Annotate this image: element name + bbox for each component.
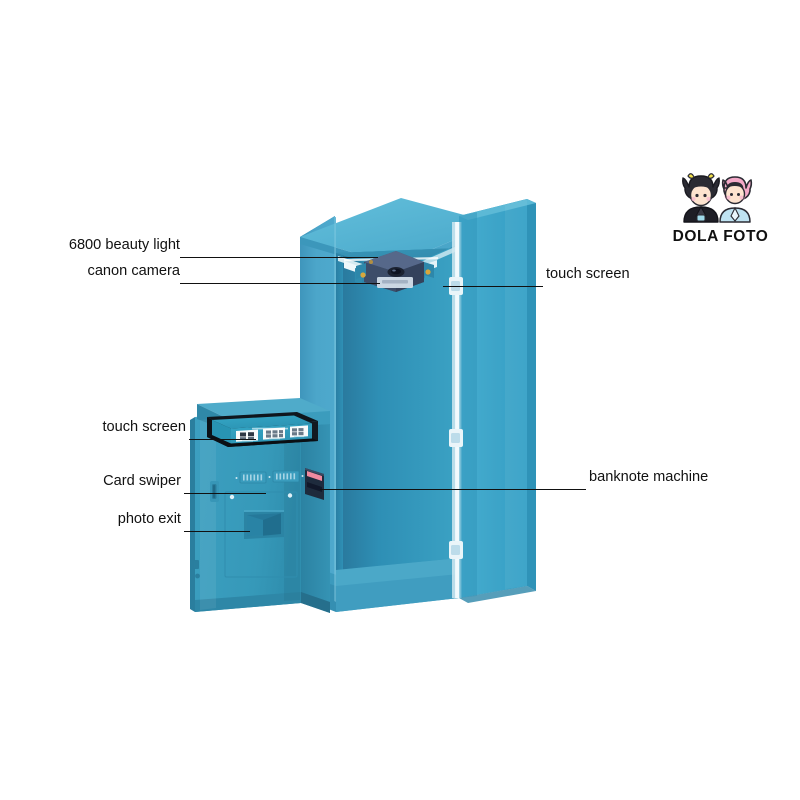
banknote-machine[interactable] [305, 468, 324, 500]
payment-kiosk [190, 398, 330, 613]
leader-card-swiper [184, 493, 266, 495]
leader-touch-screen-top [443, 286, 543, 288]
kiosk-touch-screen[interactable] [207, 412, 318, 447]
label-photo-exit-text: photo exit [117, 511, 181, 527]
brand-logo: DOLA FOTO [648, 170, 793, 265]
label-photo-exit: photo exit [0, 512, 184, 527]
leader-canon-camera [180, 283, 380, 285]
label-canon-camera: canon camera [0, 264, 182, 279]
label-card-swiper-text: Card swiper [103, 473, 181, 489]
label-beauty-light-text: 6800 beauty light [68, 237, 180, 253]
dola-foto-characters-icon [676, 170, 766, 228]
door-jamb-post [452, 222, 462, 598]
canon-camera-module [356, 251, 434, 292]
brand-name: DOLA FOTO [672, 228, 769, 245]
leader-touch-screen-kiosk [189, 439, 256, 441]
kiosk-service-panel [224, 491, 298, 578]
leader-photo-exit [184, 531, 250, 533]
label-touch-screen-kiosk-text: touch screen [102, 419, 186, 435]
leader-banknote-machine [320, 489, 586, 491]
label-banknote-machine-text: banknote machine [589, 469, 709, 485]
photo-exit-slot[interactable] [244, 510, 284, 539]
label-card-swiper: Card swiper [0, 474, 184, 489]
speaker-grille [235, 470, 304, 484]
label-touch-screen-top-text: touch screen [546, 266, 630, 282]
label-banknote-machine: banknote machine [589, 470, 708, 485]
card-swiper-slot[interactable] [210, 481, 219, 502]
label-touch-screen-kiosk: touch screen [0, 420, 189, 435]
booth-door [459, 199, 536, 603]
kiosk-lock [194, 560, 200, 579]
label-canon-camera-text: canon camera [87, 263, 180, 279]
leader-beauty-light [180, 257, 378, 259]
label-touch-screen-top: touch screen [546, 267, 630, 282]
label-beauty-light: 6800 beauty light [0, 238, 182, 253]
